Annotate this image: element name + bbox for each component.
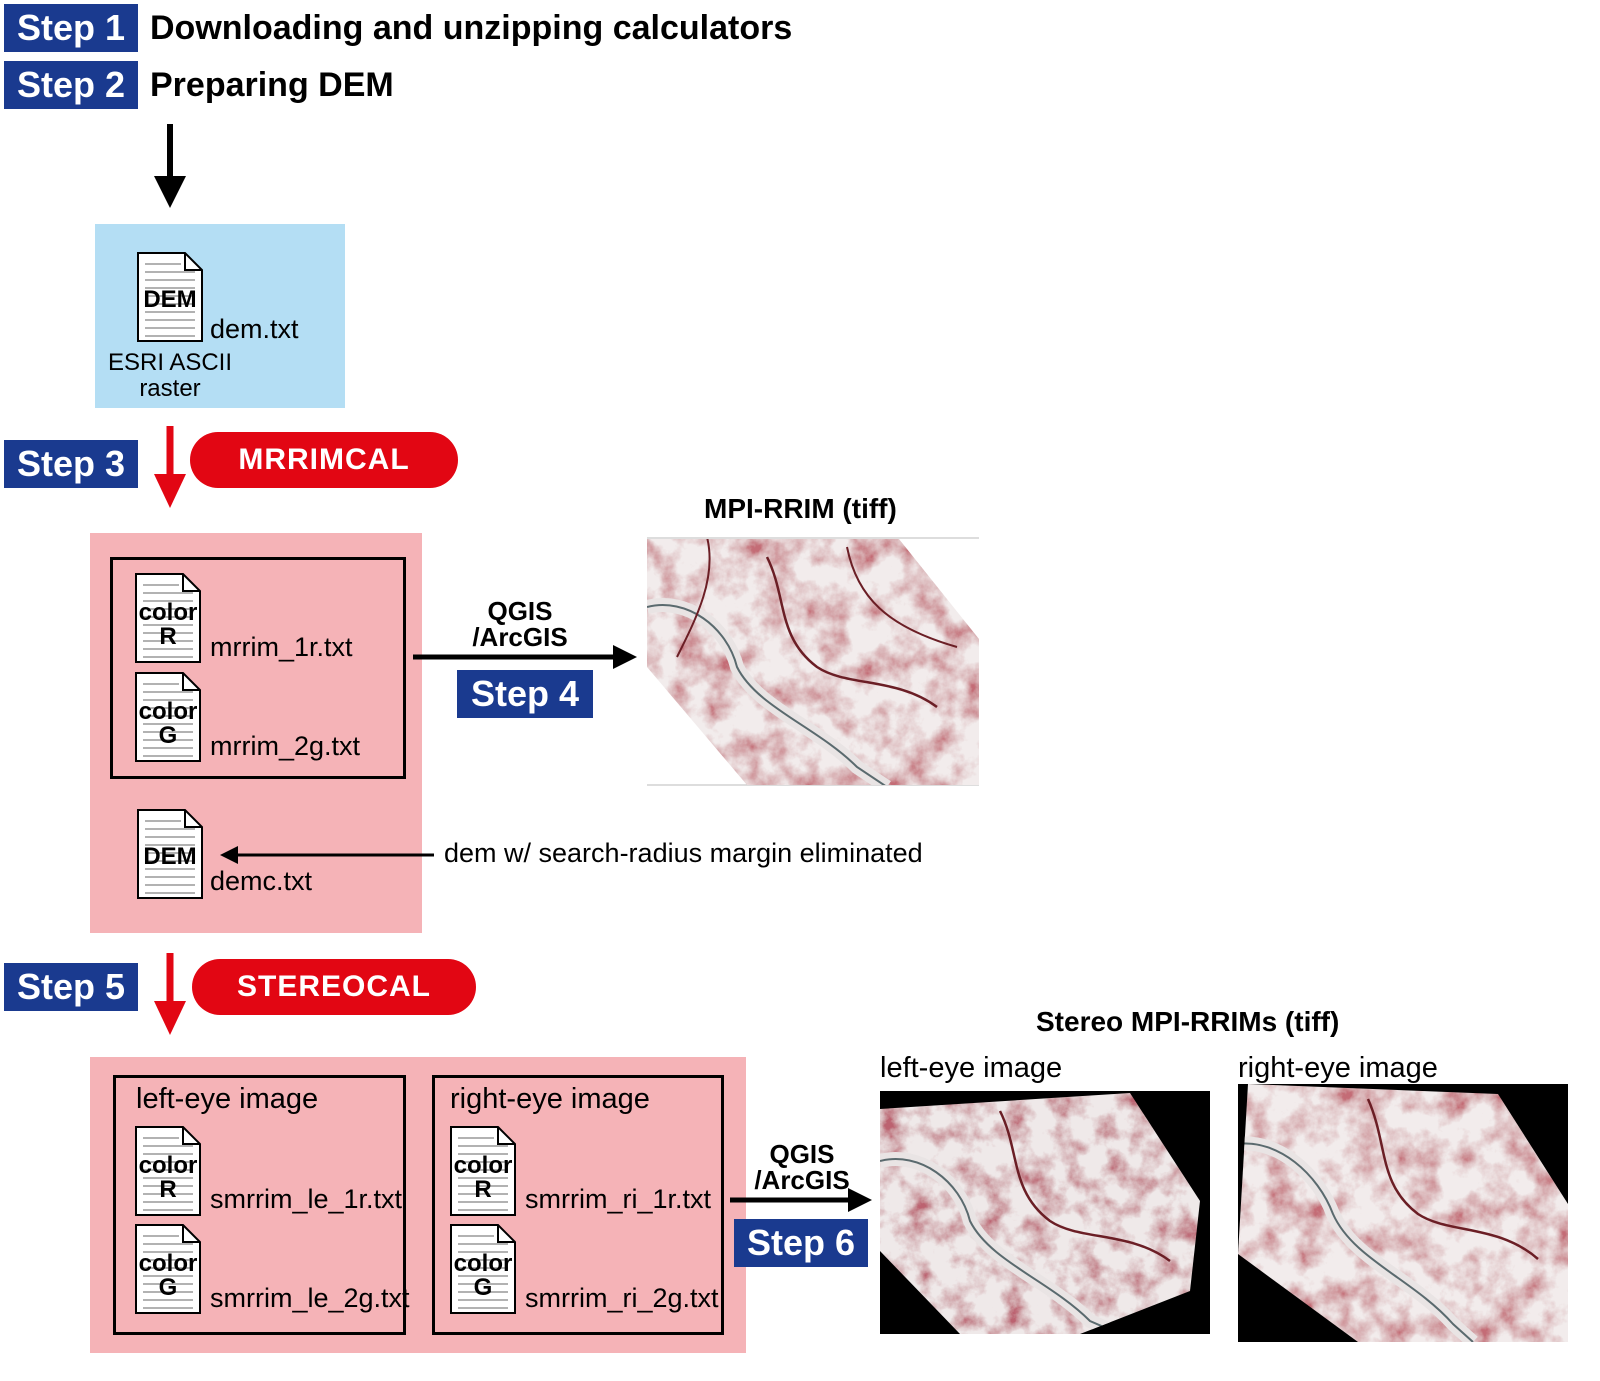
right-color-g-icon-channel: G xyxy=(473,1274,493,1301)
color-r-file-icon: color R xyxy=(135,573,201,663)
mrrimcal-output-panel: color R mrrim_1r.txt color G mrrim_2g.tx… xyxy=(90,533,422,933)
step-1-title: Downloading and unzipping calculators xyxy=(150,9,793,47)
left-color-r-icon-text: color xyxy=(138,1152,198,1179)
smrrim-ri-1r-filename: smrrim_ri_1r.txt xyxy=(525,1184,712,1214)
stereo-right-map-image xyxy=(1238,1084,1568,1342)
left-color-g-file-icon: color G xyxy=(135,1224,201,1314)
stereo-left-map-image xyxy=(880,1091,1210,1334)
arrow-down-black-icon xyxy=(154,124,186,208)
step-6-badge: Step 6 xyxy=(734,1219,868,1267)
stereo-title: Stereo MPI-RRIMs (tiff) xyxy=(1036,1006,1340,1037)
mrrim-2g-filename: mrrim_2g.txt xyxy=(210,731,361,761)
left-color-g-icon-channel: G xyxy=(158,1274,178,1301)
step-6-tool-label: QGIS /ArcGIS xyxy=(754,1139,850,1195)
color-g-icon-text: color xyxy=(138,698,198,725)
smrrim-le-1r-filename: smrrim_le_1r.txt xyxy=(210,1184,403,1214)
stereocal-pill: STEREOCAL xyxy=(192,959,476,1015)
dem-format-label: ESRI ASCII raster xyxy=(107,349,233,402)
step-2-badge: Step 2 xyxy=(4,61,138,109)
dem-icon-label: DEM xyxy=(143,286,197,313)
dem-filename: dem.txt xyxy=(210,314,299,344)
right-eye-heading: right-eye image xyxy=(450,1083,650,1115)
color-r-icon-channel: R xyxy=(159,623,177,650)
arrow-right-step6-icon xyxy=(730,1188,872,1212)
left-eye-frame xyxy=(113,1075,406,1335)
mpi-rrim-map-image xyxy=(647,537,979,786)
stereocal-output-panel: left-eye image color R smrrim_le_1r.txt … xyxy=(90,1057,746,1353)
demc-note: dem w/ search-radius margin eliminated xyxy=(444,838,923,868)
demc-file-icon: DEM xyxy=(137,809,203,899)
step-1-badge: Step 1 xyxy=(4,4,138,52)
color-r-icon-text: color xyxy=(138,599,198,626)
step-3-badge: Step 3 xyxy=(4,440,138,488)
step-4-badge: Step 4 xyxy=(457,670,593,718)
color-g-icon-channel: G xyxy=(158,722,178,749)
step-2-title: Preparing DEM xyxy=(150,66,394,104)
left-eye-heading: left-eye image xyxy=(136,1083,319,1115)
left-color-r-file-icon: color R xyxy=(135,1126,201,1216)
arrow-down-red-2-icon xyxy=(154,953,186,1035)
smrrim-le-2g-filename: smrrim_le_2g.txt xyxy=(210,1283,410,1313)
color-g-file-icon: color G xyxy=(135,672,201,762)
demc-filename: demc.txt xyxy=(210,866,313,896)
right-color-r-icon-channel: R xyxy=(474,1176,492,1203)
demc-icon-label: DEM xyxy=(143,843,197,870)
right-eye-frame xyxy=(432,1075,724,1335)
stereo-right-label: right-eye image xyxy=(1238,1052,1438,1084)
right-color-r-file-icon: color R xyxy=(450,1126,516,1216)
left-color-g-icon-text: color xyxy=(138,1250,198,1277)
color-files-frame xyxy=(110,557,406,779)
arrow-left-icon xyxy=(220,846,434,864)
dem-input-panel: DEM dem.txt ESRI ASCII raster xyxy=(95,224,345,408)
right-color-g-file-icon: color G xyxy=(450,1224,516,1314)
step-4-tool-label: QGIS /ArcGIS xyxy=(472,596,568,652)
smrrim-ri-2g-filename: smrrim_ri_2g.txt xyxy=(525,1283,719,1313)
arrow-right-step4-icon xyxy=(413,645,637,669)
dem-file-icon: DEM xyxy=(137,252,203,342)
mrrim-1r-filename: mrrim_1r.txt xyxy=(210,632,353,662)
right-color-g-icon-text: color xyxy=(453,1250,513,1277)
mpi-rrim-title: MPI-RRIM (tiff) xyxy=(704,493,897,524)
mrrimcal-pill: MRRIMCAL xyxy=(190,432,458,488)
left-color-r-icon-channel: R xyxy=(159,1176,177,1203)
step-5-badge: Step 5 xyxy=(4,963,138,1011)
right-color-r-icon-text: color xyxy=(453,1152,513,1179)
stereo-left-label: left-eye image xyxy=(880,1052,1063,1084)
arrow-down-red-icon xyxy=(154,426,186,508)
